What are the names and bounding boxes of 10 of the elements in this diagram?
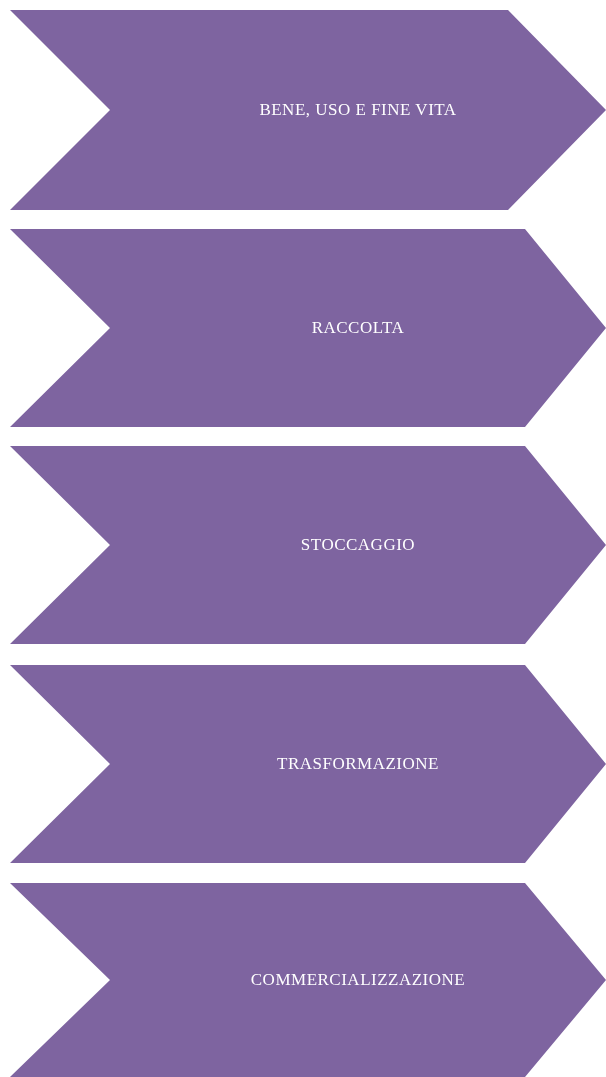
chevron-shape xyxy=(10,229,606,427)
step-label: TRASFORMAZIONE xyxy=(276,754,440,774)
step-label: BENE, USO E FINE VITA xyxy=(258,100,458,120)
chevron-shape xyxy=(10,883,606,1077)
step-label: COMMERCIALIZZAZIONE xyxy=(249,970,467,990)
chevron-shape xyxy=(10,446,606,644)
step-label: RACCOLTA xyxy=(310,318,406,338)
chevron-shape xyxy=(10,10,606,210)
step-label: STOCCAGGIO xyxy=(299,535,417,555)
chevron-shape xyxy=(10,665,606,863)
